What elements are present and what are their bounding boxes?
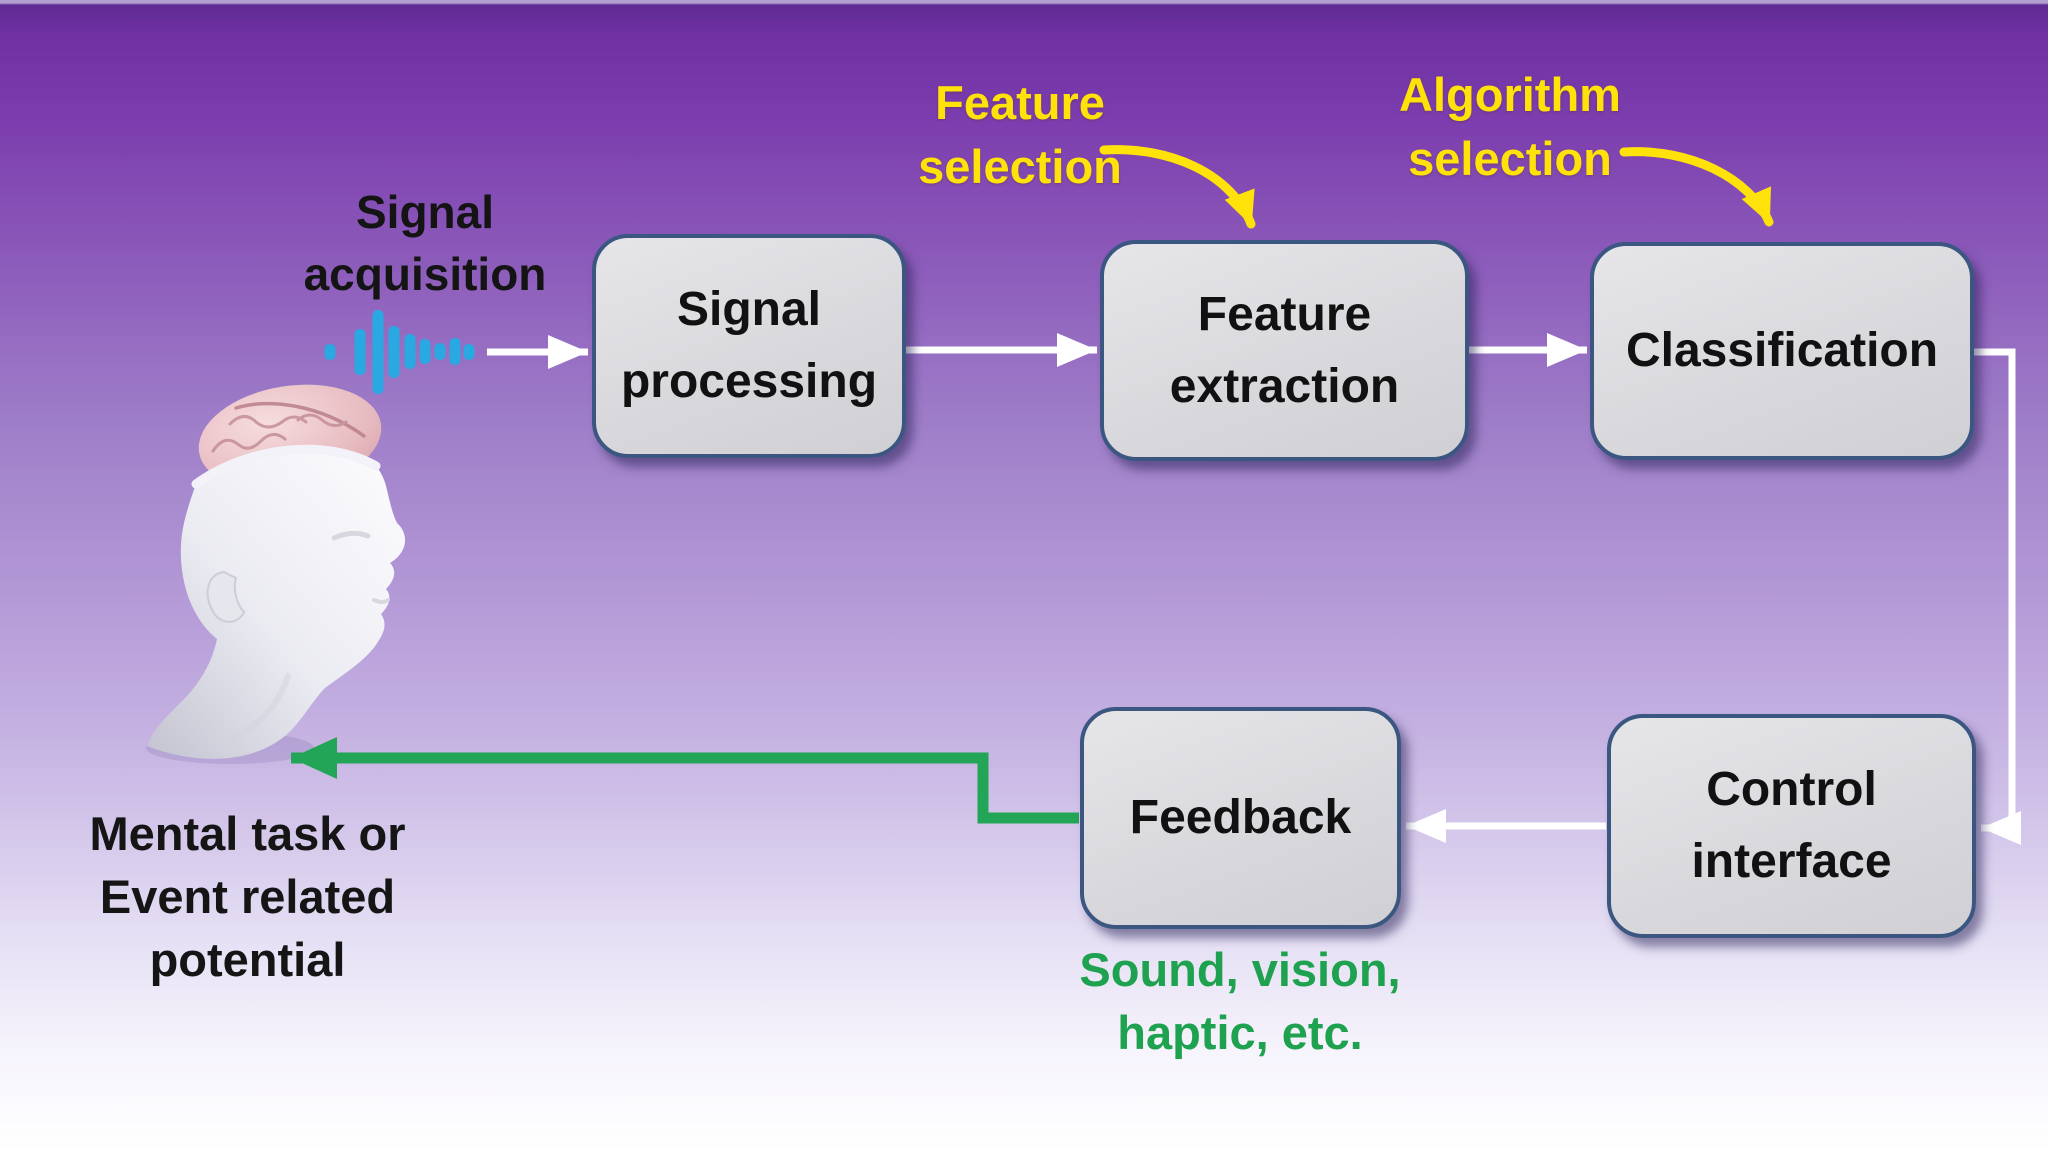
node-feature-extraction: Feature extraction (1100, 240, 1469, 461)
label-line: selection (918, 139, 1122, 193)
node-label-line: Signal (676, 283, 822, 336)
signal-acquisition-label: Signal acquisition (270, 181, 580, 305)
label-line: selection (1408, 131, 1612, 185)
head-silhouette (147, 447, 406, 759)
node-label-line: processing (620, 355, 878, 408)
node-label-line: interface (1691, 835, 1892, 888)
feature-selection-label: Feature selection (870, 71, 1170, 199)
node-signal-processing: Signal processing (592, 234, 906, 458)
label-line: Algorithm (1399, 68, 1621, 121)
sound-waveform-icon (324, 310, 475, 394)
label-line: Feature (935, 76, 1105, 129)
node-label-line: Feedback (1129, 791, 1352, 844)
feedback-modalities-label: Sound, vision, haptic, etc. (1040, 939, 1440, 1064)
node-feedback: Feedback (1080, 707, 1401, 929)
label-line: Event related (99, 869, 396, 923)
head-with-exposed-brain-illustration (146, 384, 406, 764)
node-label-line: Classification (1625, 324, 1939, 377)
arrow-algorithm-selection (1619, 147, 1774, 227)
face-detail-lines (231, 530, 390, 741)
node-label-line: Control (1706, 763, 1877, 816)
node-classification: Classification (1590, 242, 1974, 460)
label-line: Mental task or (89, 807, 406, 860)
node-control-interface: Control interface (1607, 714, 1976, 938)
arrow-classification-to-control-interface (1972, 348, 2021, 845)
label-line: acquisition (303, 248, 547, 301)
skull-rim (191, 444, 381, 489)
ear (206, 570, 246, 623)
algorithm-selection-label: Algorithm selection (1360, 63, 1660, 191)
mental-task-label: Mental task or Event related potential (45, 803, 450, 992)
label-line: Signal (355, 186, 495, 238)
node-label-line: extraction (1169, 359, 1400, 413)
label-line: potential (149, 932, 346, 986)
label-line: Sound, vision, (1079, 943, 1401, 996)
arrow-feedback-to-user (291, 737, 1079, 824)
label-line: haptic, etc. (1117, 1005, 1363, 1059)
arrow-feature-selection (1099, 145, 1256, 229)
node-label-line: Feature (1197, 287, 1372, 341)
